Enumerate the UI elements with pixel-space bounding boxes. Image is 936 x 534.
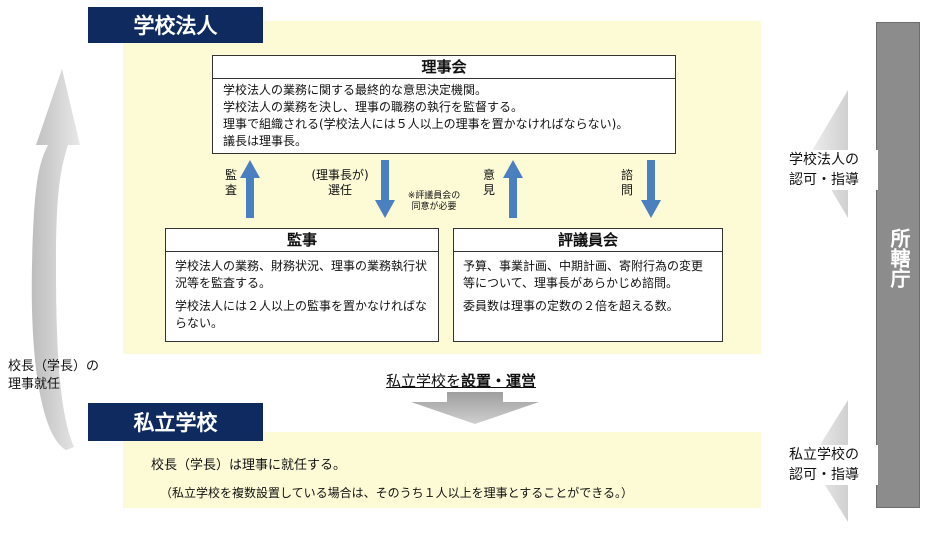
audit-label: 監査 [224, 168, 237, 197]
corp-authority-line2: 認可・指導 [789, 172, 859, 188]
consult-arrow-icon [641, 160, 661, 218]
school-authority-label: 私立学校の 認可・指導 [770, 445, 878, 485]
left-curved-arrow [31, 69, 80, 450]
board-line-1: 学校法人の業務に関する最終的な意思決定機関。 [223, 83, 488, 97]
authority-bar [876, 22, 920, 508]
select-note: ※評議員会の 同意が必要 [394, 191, 474, 213]
auditor-para2: 学校法人には２人以上の監事を置かなければならない。 [175, 299, 428, 330]
board-line-4: 議長は理事長。 [223, 134, 308, 148]
school-label: 私立学校 [88, 403, 263, 441]
board-title: 理事会 [213, 56, 675, 79]
board-line-2: 学校法人の業務を決し、理事の職務の執行を監督する。 [223, 100, 524, 114]
council-title: 評議員会 [454, 229, 722, 252]
auditor-title: 監事 [166, 229, 438, 252]
left-label: 校長（学長）の 理事就任 [8, 358, 128, 394]
select-label-line2: 選任 [327, 183, 352, 197]
auditor-para1: 学校法人の業務、財務状況、理事の業務執行状況等を監査する。 [175, 259, 428, 290]
select-arrow-icon [375, 160, 395, 218]
school-authority-line1: 私立学校の [789, 447, 859, 463]
opinion-arrow-icon [503, 160, 523, 218]
board-line-3: 理事で組織される(学校法人には５人以上の理事を置かなければならない)。 [223, 117, 629, 131]
audit-arrow-icon [240, 160, 260, 218]
establish-arrow-icon [411, 392, 539, 424]
school-line2: （私立学校を複数設置している場合は、そのうち１人以上を理事とすることができる。） [160, 486, 634, 500]
school-line1: 校長（学長）は理事に就任する。 [151, 458, 347, 473]
school-authority-line2: 認可・指導 [789, 467, 859, 483]
school-panel [123, 432, 761, 508]
establish-bold: 設置・運営 [461, 372, 537, 390]
council-para2: 委員数は理事の定数の２倍を超える数。 [463, 299, 679, 313]
auditor-box: 監事 学校法人の業務、財務状況、理事の業務執行状況等を監査する。 学校法人には２… [165, 228, 439, 342]
corp-authority-label: 学校法人の 認可・指導 [770, 150, 878, 190]
council-para1: 予算、事業計画、中期計画、寄附行為の変更等について、理事長があらかじめ諮問。 [463, 259, 704, 290]
establish-label: 私立学校を設置・運営 [386, 370, 536, 391]
select-label-line1: (理事長が) [311, 168, 369, 182]
corp-authority-line1: 学校法人の [789, 152, 859, 168]
left-label-line2: 理事就任 [8, 377, 61, 392]
select-note-line1: ※評議員会の [407, 191, 461, 201]
council-box: 評議員会 予算、事業計画、中期計画、寄附行為の変更等について、理事長があらかじめ… [453, 228, 723, 342]
select-label: (理事長が) 選任 [300, 168, 380, 198]
board-box: 理事会 学校法人の業務に関する最終的な意思決定機関。 学校法人の業務を決し、理事… [212, 55, 676, 154]
corp-label: 学校法人 [88, 7, 263, 43]
establish-prefix: 私立学校を [386, 372, 462, 390]
opinion-label: 意見 [482, 168, 495, 197]
authority-label: 所轄庁 [887, 228, 911, 288]
consult-label: 諮問 [620, 168, 633, 197]
arrows-layer [240, 160, 661, 218]
select-note-line2: 同意が必要 [411, 202, 457, 212]
left-label-line1: 校長（学長）の [8, 359, 100, 374]
